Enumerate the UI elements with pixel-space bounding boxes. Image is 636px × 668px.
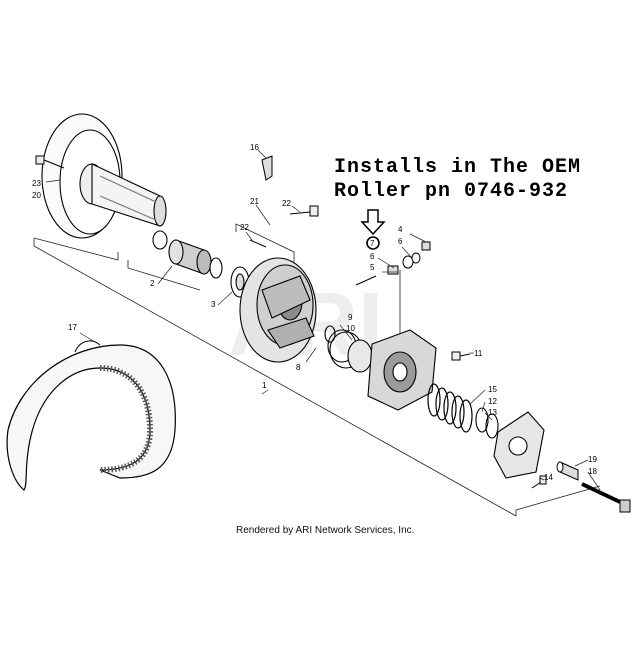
annotation-line-1: Installs in The OEM (334, 156, 581, 179)
roller-assembly (355, 236, 431, 286)
movable-sheave (239, 257, 317, 363)
callout-23: 23 (32, 179, 41, 188)
callout-14: 14 (544, 473, 553, 482)
callout-3: 3 (211, 300, 216, 309)
callout-13: 13 (488, 408, 497, 417)
callout-10: 10 (346, 324, 355, 333)
callout-22a: 22 (240, 223, 249, 232)
callout-6a: 6 (370, 252, 375, 261)
callout-1: 1 (262, 381, 267, 390)
bushing-2 (152, 230, 223, 279)
spider-housing (367, 329, 437, 411)
bolt-11 (451, 351, 471, 361)
bolt-14 (531, 475, 547, 489)
callout-2: 2 (150, 279, 155, 288)
callout-16: 16 (250, 143, 259, 152)
arrow-down-icon (360, 209, 386, 236)
callout-17: 17 (68, 323, 77, 332)
callout-18: 18 (588, 467, 597, 476)
callout-5: 5 (370, 263, 375, 272)
fixed-sheave (41, 113, 167, 239)
callout-12: 12 (488, 397, 497, 406)
credit-line: Rendered by ARI Network Services, Inc. (236, 525, 414, 536)
spring-15 (427, 383, 473, 433)
washers (475, 407, 499, 439)
callout-22b: 22 (282, 199, 291, 208)
assembly-frame (33, 223, 601, 517)
annotation-line-2: Roller pn 0746-932 (334, 180, 568, 203)
callout-11: 11 (474, 349, 483, 358)
clip-16 (261, 155, 273, 181)
callout-8: 8 (296, 363, 301, 372)
callout-15: 15 (488, 385, 497, 394)
callout-7: 7 (370, 239, 375, 248)
pin-22 (249, 205, 319, 248)
drive-belt (6, 340, 176, 491)
bolt-18 (556, 461, 631, 513)
callout-19: 19 (588, 455, 597, 464)
callout-20: 20 (32, 191, 41, 200)
cover-plate (493, 411, 545, 479)
callout-numbers: 1 2 3 4 5 6 6 7 8 9 10 11 12 13 14 15 16… (32, 143, 597, 482)
callout-21: 21 (250, 197, 259, 206)
leader-lines (45, 149, 601, 491)
callout-4: 4 (398, 225, 403, 234)
callout-6b: 6 (398, 237, 403, 246)
bolt-23 (35, 155, 65, 169)
callout-9: 9 (348, 313, 353, 322)
